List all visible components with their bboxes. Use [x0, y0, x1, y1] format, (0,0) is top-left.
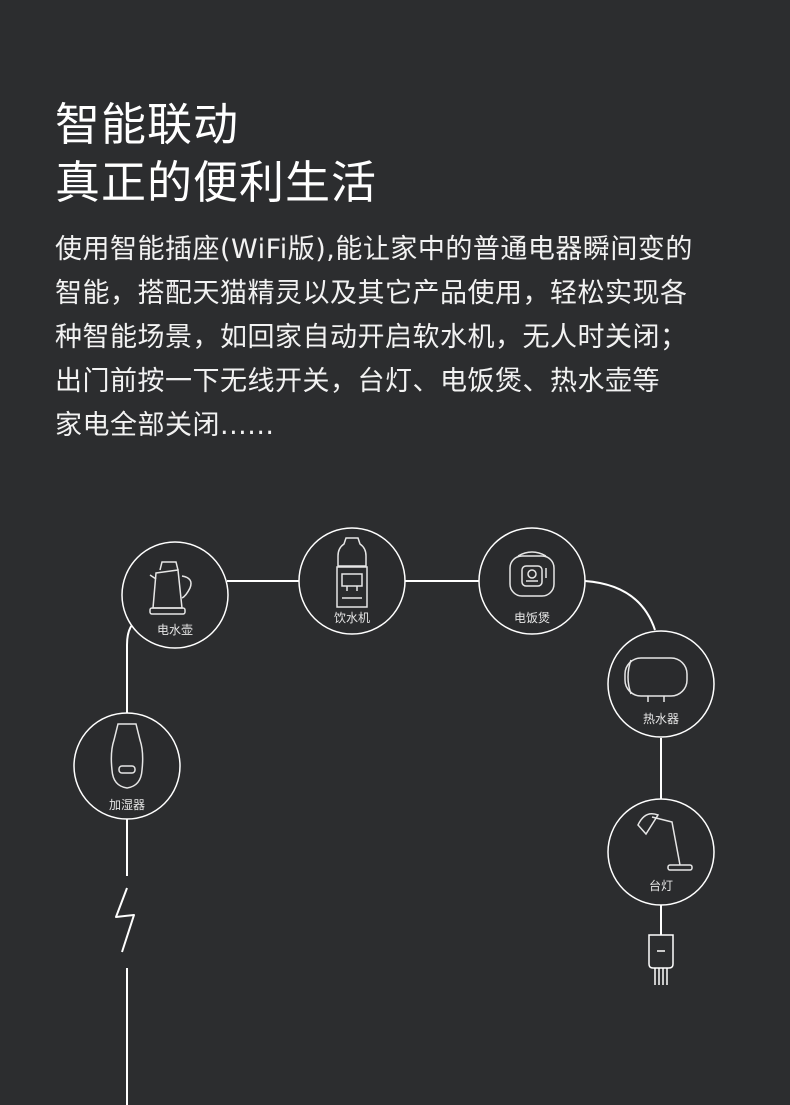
headline-line-1: 智能联动: [55, 98, 240, 151]
rice-cooker-icon: [509, 551, 555, 597]
lightning-icon: [115, 887, 135, 953]
lamp-label: 台灯: [649, 878, 673, 893]
connection-wire: [126, 580, 662, 1105]
heater-label: 热水器: [643, 712, 679, 726]
water-heater-icon: [624, 657, 688, 702]
device-node-cooker: 电饭煲: [478, 527, 586, 635]
description-line: 出门前按一下无线开关，台灯、电饭煲、热水壶等: [55, 366, 660, 397]
humidifier-icon: [110, 723, 144, 789]
device-linkage-diagram: 电水壶 饮水机 电饭煲: [73, 527, 715, 1105]
cooker-label: 电饭煲: [514, 610, 550, 625]
device-node-humidifier: 加湿器: [73, 712, 181, 820]
water-dispenser-icon: [336, 537, 368, 608]
description-line: 智能，搭配天猫精灵以及其它产品使用，轻松实现各: [55, 278, 688, 309]
device-node-kettle: 电水壶: [121, 541, 229, 649]
description: 使用智能插座(WiFi版),能让家中的普通电器瞬间变的 智能，搭配天猫精灵以及其…: [55, 228, 755, 448]
description-line: 家电全部关闭......: [55, 410, 275, 441]
humidifier-label: 加湿器: [109, 797, 145, 812]
power-plug-icon: [648, 934, 674, 985]
device-node-dispenser: 饮水机: [298, 527, 406, 635]
description-line: 种智能场景，如回家自动开启软水机，无人时关闭；: [55, 322, 688, 353]
electric-kettle-icon: [149, 561, 192, 615]
headline: 智能联动 真正的便利生活: [55, 96, 377, 212]
description-line: 使用智能插座(WiFi版),能让家中的普通电器瞬间变的: [55, 234, 693, 265]
desk-lamp-icon: [637, 813, 693, 871]
device-node-lamp: 台灯: [607, 798, 715, 906]
kettle-label: 电水壶: [157, 622, 193, 637]
device-node-heater: 热水器: [607, 630, 715, 738]
dispenser-label: 饮水机: [334, 611, 370, 625]
headline-line-2: 真正的便利生活: [55, 156, 378, 209]
